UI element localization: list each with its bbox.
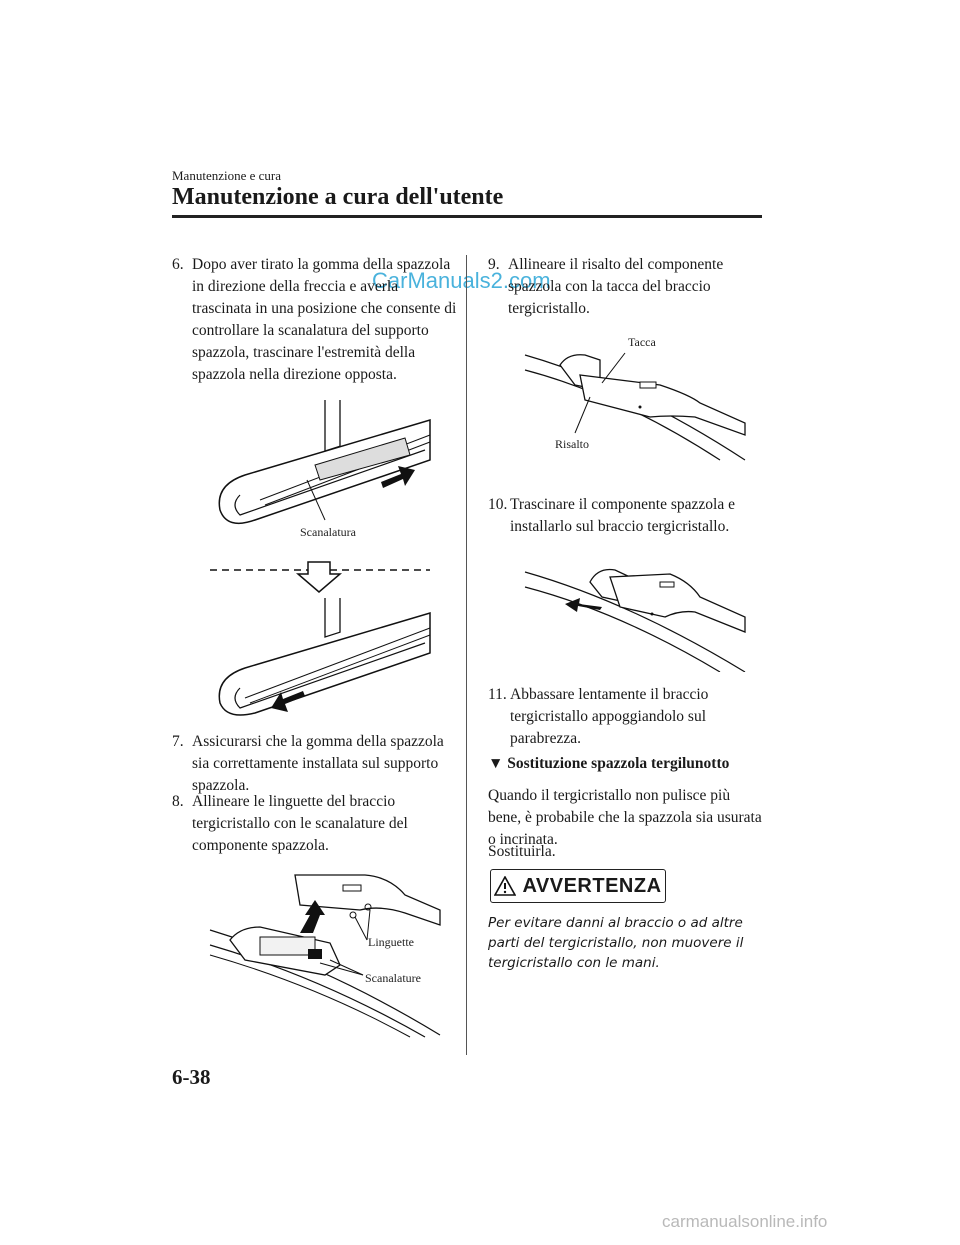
warning-triangle-icon (494, 876, 517, 896)
callout-groove: Scanalatura (300, 525, 356, 539)
watermark: CarManuals2.com (372, 268, 551, 293)
section-label: Manutenzione e cura (172, 168, 282, 183)
wiper-blade-groove-illustration (205, 400, 435, 550)
page-title: Manutenzione a cura dell'utente (172, 184, 504, 210)
step-11: 11. Abbassare lentamente il braccio terg… (488, 686, 709, 747)
column-divider (466, 255, 467, 1055)
header-rule (172, 215, 762, 218)
footer-watermark: carmanualsonline.info (662, 1212, 828, 1231)
step-8: 8. Allineare le linguette del braccio te… (172, 793, 408, 854)
triangle-down-icon: ▼ (488, 755, 504, 772)
wiper-install-illustration (520, 552, 750, 672)
callout-notch: Tacca (628, 335, 656, 349)
rear-wiper-body-2: Sostituirla. (488, 843, 556, 860)
rear-wiper-subheading: ▼ Sostituzione spazzola tergilunotto (488, 755, 730, 772)
step-7: 7. Assicurarsi che la gomma della spazzo… (172, 733, 444, 794)
step-6: 6. Dopo aver tirato la gomma della spazz… (172, 256, 457, 383)
callout-tabs: Linguette (368, 935, 414, 949)
page-number: 6-38 (172, 1065, 211, 1089)
rear-wiper-body: Quando il tergicristallo non pulisce più… (488, 787, 762, 848)
wiper-blade-reverse-illustration (205, 598, 435, 728)
callout-ridge: Risalto (555, 437, 590, 451)
down-arrow-separator (210, 561, 430, 593)
step-10: 10. Trascinare il componente spazzola e … (488, 496, 735, 535)
step-9: 9. Allineare il risalto del componente s… (488, 256, 724, 317)
wiper-notch-ridge-illustration (520, 345, 750, 465)
warning-badge: AVVERTENZA (490, 869, 666, 903)
warning-text: Per evitare danni al braccio o ad altre … (488, 915, 744, 971)
wiper-arm-tabs-illustration (205, 865, 445, 1040)
callout-grooves: Scanalature (365, 971, 421, 985)
